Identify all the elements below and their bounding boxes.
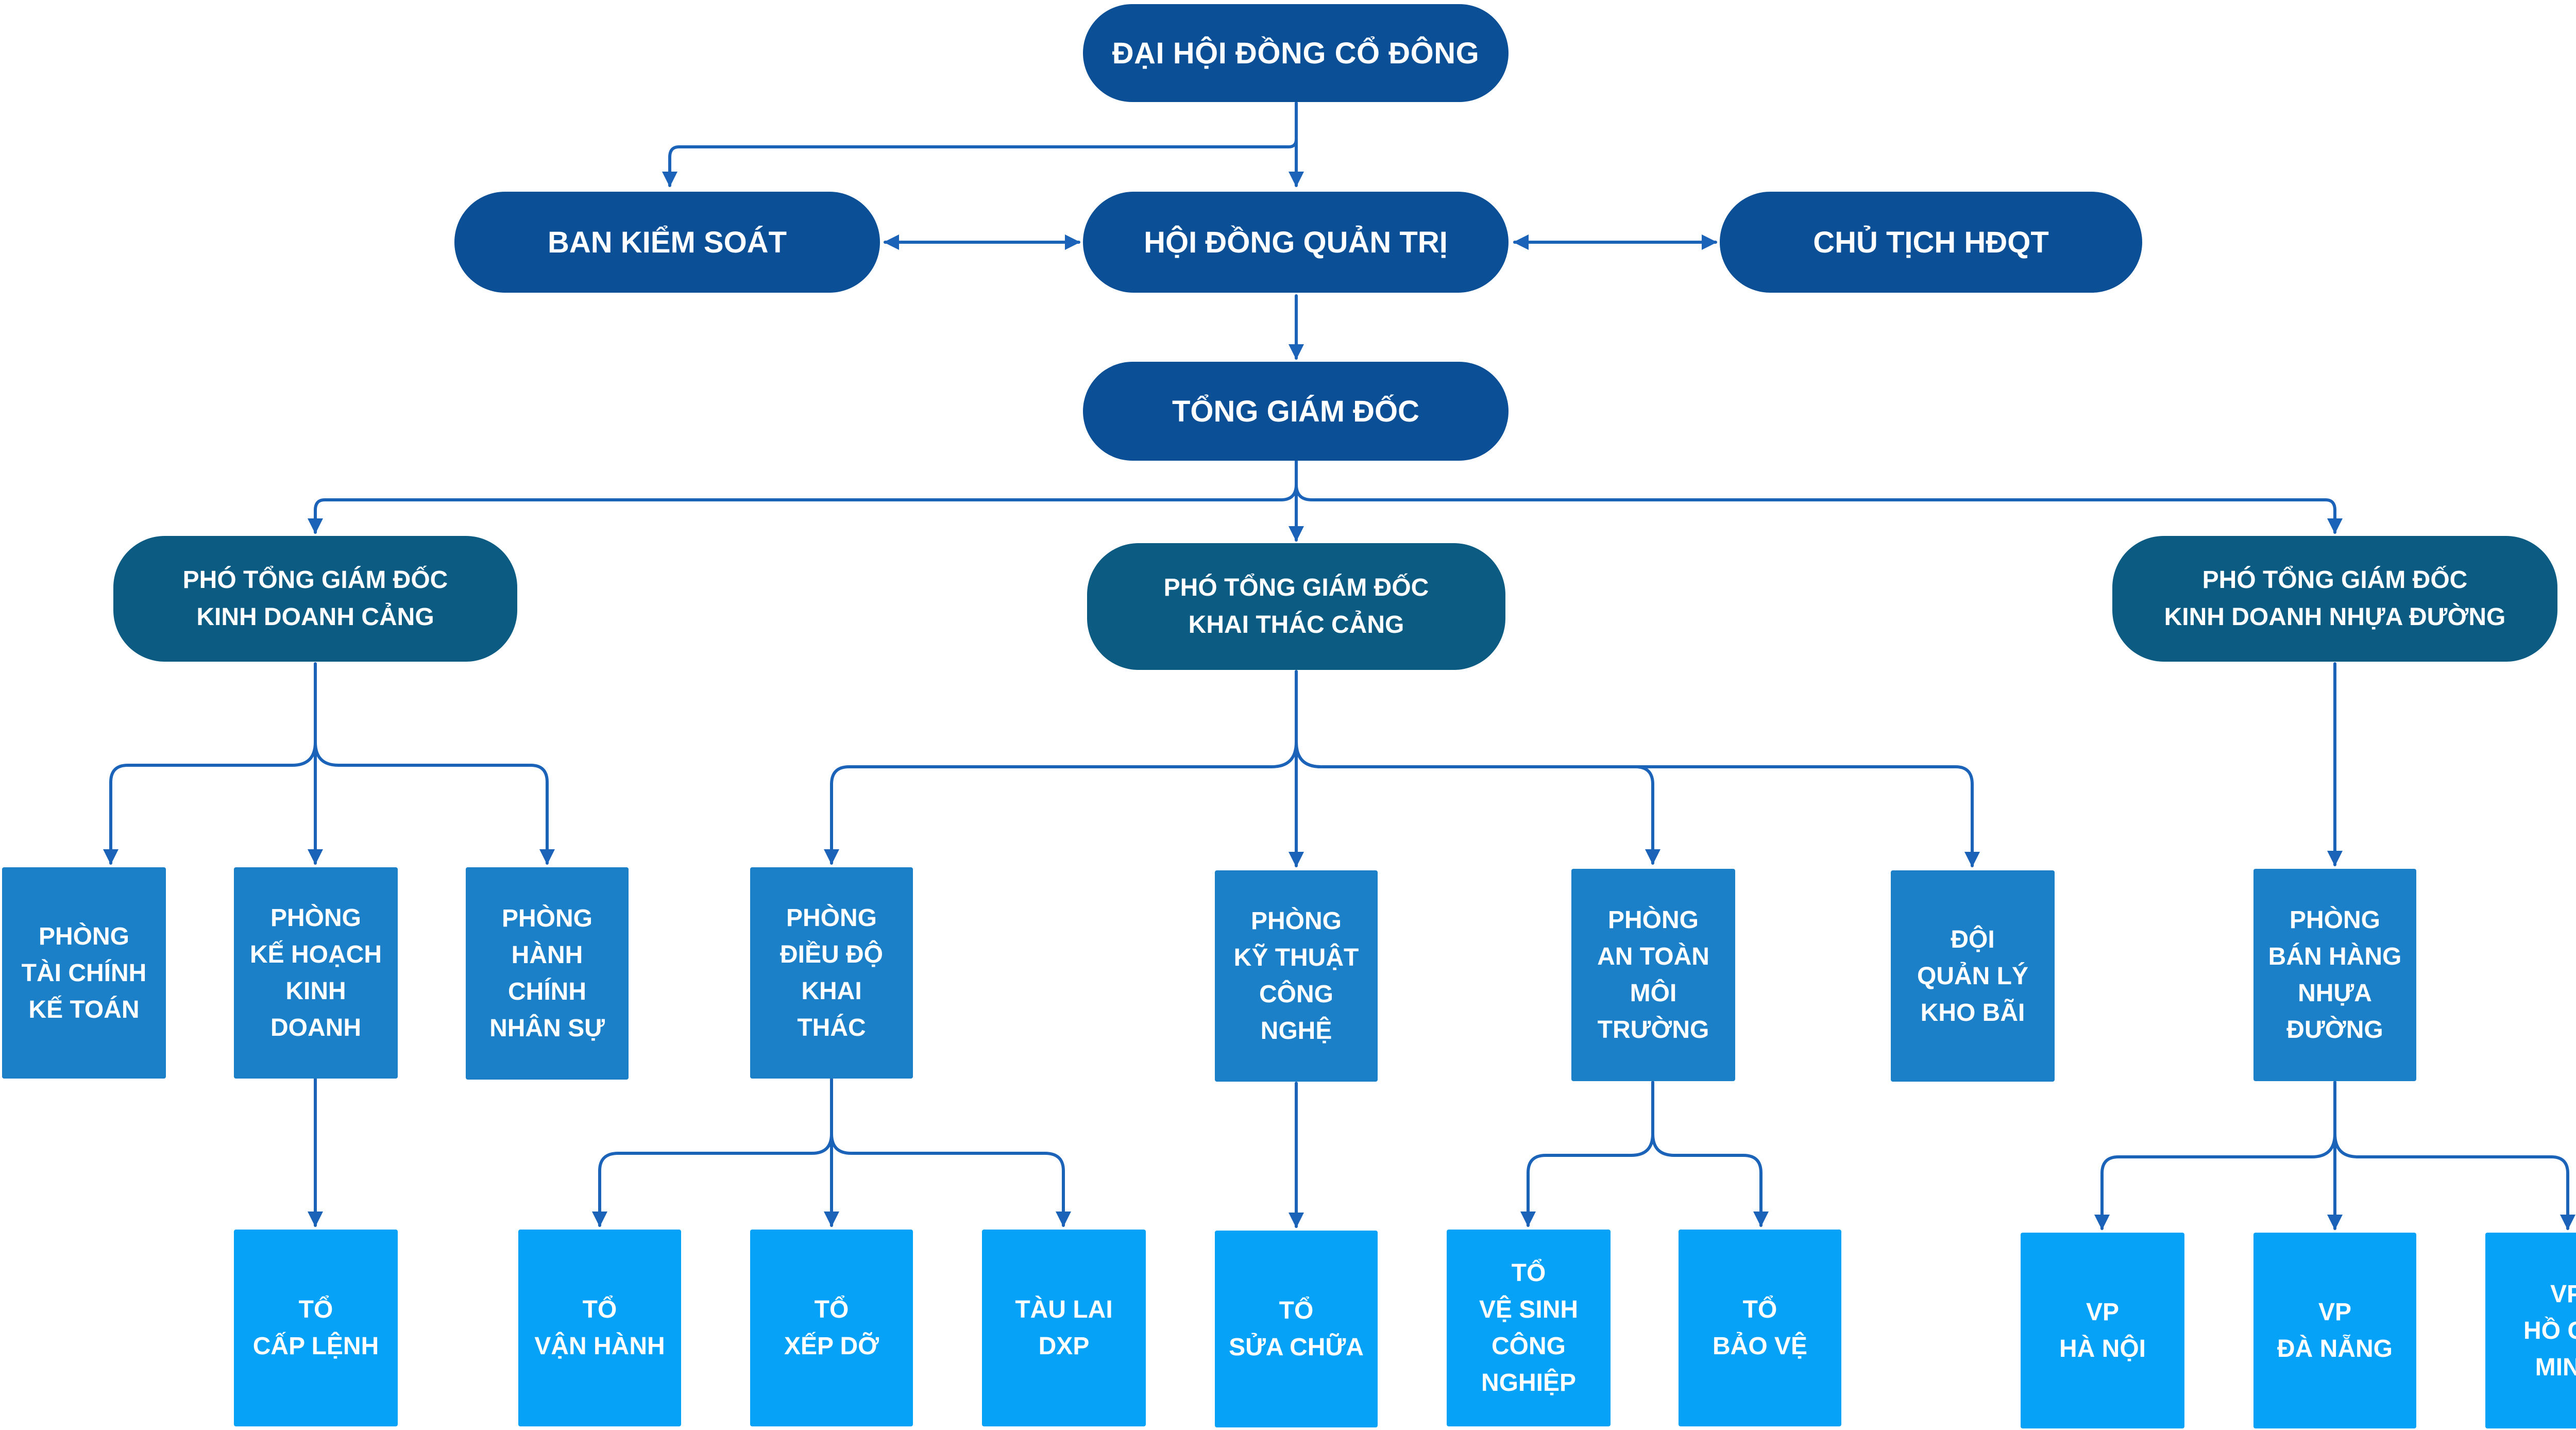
node-office-danang: VP ĐÀ NẴNG [2253,1233,2416,1428]
connector-dispatch-operation [592,1132,833,1227]
connector-sales-hanoi [2094,1132,2336,1230]
node-dept-technical: PHÒNG KỸ THUẬT CÔNG NGHỆ [1215,870,1378,1082]
connector-deputy-port-finance [103,741,317,865]
node-team-yard-management: ĐỘI QUẢN LÝ KHO BÃI [1891,870,2055,1082]
node-dept-asphalt-sales: PHÒNG BÁN HÀNG NHỰA ĐƯỜNG [2253,869,2416,1081]
node-deputy-asphalt-business: PHÓ TỔNG GIÁM ĐỐC KINH DOANH NHỰA ĐƯỜNG [2112,536,2557,662]
node-dept-operations-dispatch: PHÒNG ĐIỀU ĐỘ KHAI THÁC [750,867,913,1079]
connector-sales-hcmc [2333,1132,2575,1230]
node-supervisory-board: BAN KIỂM SOÁT [454,192,880,293]
node-unit-security: TỔ BẢO VỆ [1679,1230,1841,1426]
node-dept-finance-accounting: PHÒNG TÀI CHÍNH KẾ TOÁN [2,867,166,1079]
node-unit-operation: TỔ VẬN HÀNH [518,1230,681,1426]
node-unit-industrial-hygiene: TỔ VỆ SINH CÔNG NGHIỆP [1447,1230,1611,1426]
connector-safety-hygiene [1520,1081,1654,1227]
node-deputy-port-business: PHÓ TỔNG GIÁM ĐỐC KINH DOANH CẢNG [113,536,517,662]
node-shareholders: ĐẠI HỘI ĐỒNG CỔ ĐÔNG [1083,4,1509,102]
connector-dispatch-tugboat [830,1132,1071,1227]
connector-deputy-ops-yard [1295,741,1980,867]
node-dept-business-planning: PHÒNG KẾ HOẠCH KINH DOANH [234,867,398,1079]
node-unit-order-issuing: TỔ CẤP LỆNH [234,1230,398,1426]
connector-shareholders-supervisory [662,102,1298,187]
connector-deputy-port-hr [314,741,555,865]
node-dept-hr-admin: PHÒNG HÀNH CHÍNH NHÂN SỰ [466,867,629,1080]
connector-director-deputy-asphalt [1295,483,2343,534]
connector-deputy-ops-dispatch [824,741,1298,865]
node-deputy-port-operations: PHÓ TỔNG GIÁM ĐỐC KHAI THÁC CẢNG [1087,543,1505,670]
node-chairman: CHỦ TỊCH HĐQT [1720,192,2142,293]
node-unit-stevedoring: TỔ XẾP DỠ [750,1230,913,1426]
node-general-director: TỔNG GIÁM ĐỐC [1083,362,1509,461]
node-unit-repair: TỔ SỬA CHỮA [1215,1231,1378,1427]
node-dept-safety-environment: PHÒNG AN TOÀN MÔI TRƯỜNG [1571,869,1735,1081]
node-board-of-directors: HỘI ĐỒNG QUẢN TRỊ [1083,192,1509,293]
node-office-hanoi: VP HÀ NỘI [2021,1233,2184,1428]
connector-safety-security [1651,1132,1769,1227]
node-unit-tugboat: TÀU LAI DXP [982,1230,1146,1426]
connector-deputy-ops-safety [1295,741,1660,865]
node-office-hcmc: VP HỒ CHÍ MINH [2485,1233,2576,1428]
connector-director-deputy-port [308,483,1298,534]
